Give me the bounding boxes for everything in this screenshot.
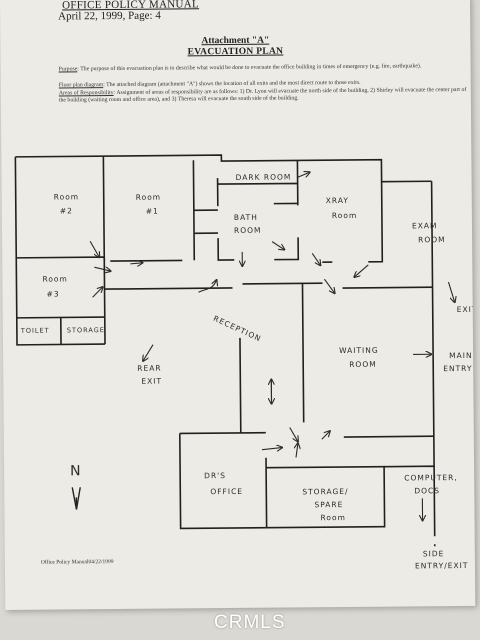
side-label: SIDE [423,549,445,558]
reception-label: RECEPTION [212,314,263,344]
spare-label: SPARE [314,500,343,509]
room-3-label: Room [42,274,67,283]
room-1-number: #1 [146,207,159,216]
bath-room-label: ROOM [234,226,262,235]
document-page: OFFICE POLICY MANUAL April 22, 1999, Pag… [0,0,476,610]
exit-arrows [89,171,457,523]
room-1-label: Room [136,193,161,202]
waiting-label: WAITING [339,346,379,355]
computer-label: COMPUTER, [404,473,458,482]
side-entry-label: ENTRY/EXIT [415,561,469,570]
dark-room-label: DARK ROOM [236,172,292,181]
walls [14,154,436,547]
drs-label: DR'S [204,471,226,480]
xray-room-label: Room [332,211,357,220]
main-entry-label: ENTRY [443,364,472,373]
north-label: N [70,463,81,479]
storage-spare-label: STORAGE/ [302,487,348,496]
main-label: MAIN [449,351,473,360]
exam-label: EXAM [412,221,438,230]
room-2-label: Room [54,192,79,201]
drs-office-label: OFFICE [210,487,243,496]
watermark: CRMLS [214,612,286,633]
north-arrow-icon [71,487,81,510]
footer-note: Office Policy Manual04/22/1999 [40,559,114,566]
room-2-number: #2 [60,206,73,215]
docs-label: DOCS [414,486,440,495]
storage-label: STORAGE [67,326,105,334]
xray-label: XRAY [326,196,349,205]
bath-label: BATH [234,213,258,222]
room-3-number: #3 [47,289,60,298]
waiting-room-label: ROOM [349,360,377,369]
exam-room-label: ROOM [418,235,446,244]
rear-exit-label: EXIT [141,377,162,386]
floor-plan-diagram: Room #2 Room #1 Room #3 TOILET STORAGE D… [14,154,476,570]
rear-label: REAR [137,364,161,373]
exit-label: EXIT [457,305,476,314]
toilet-label: TOILET [20,327,50,335]
spare-room-label: Room [320,513,345,522]
